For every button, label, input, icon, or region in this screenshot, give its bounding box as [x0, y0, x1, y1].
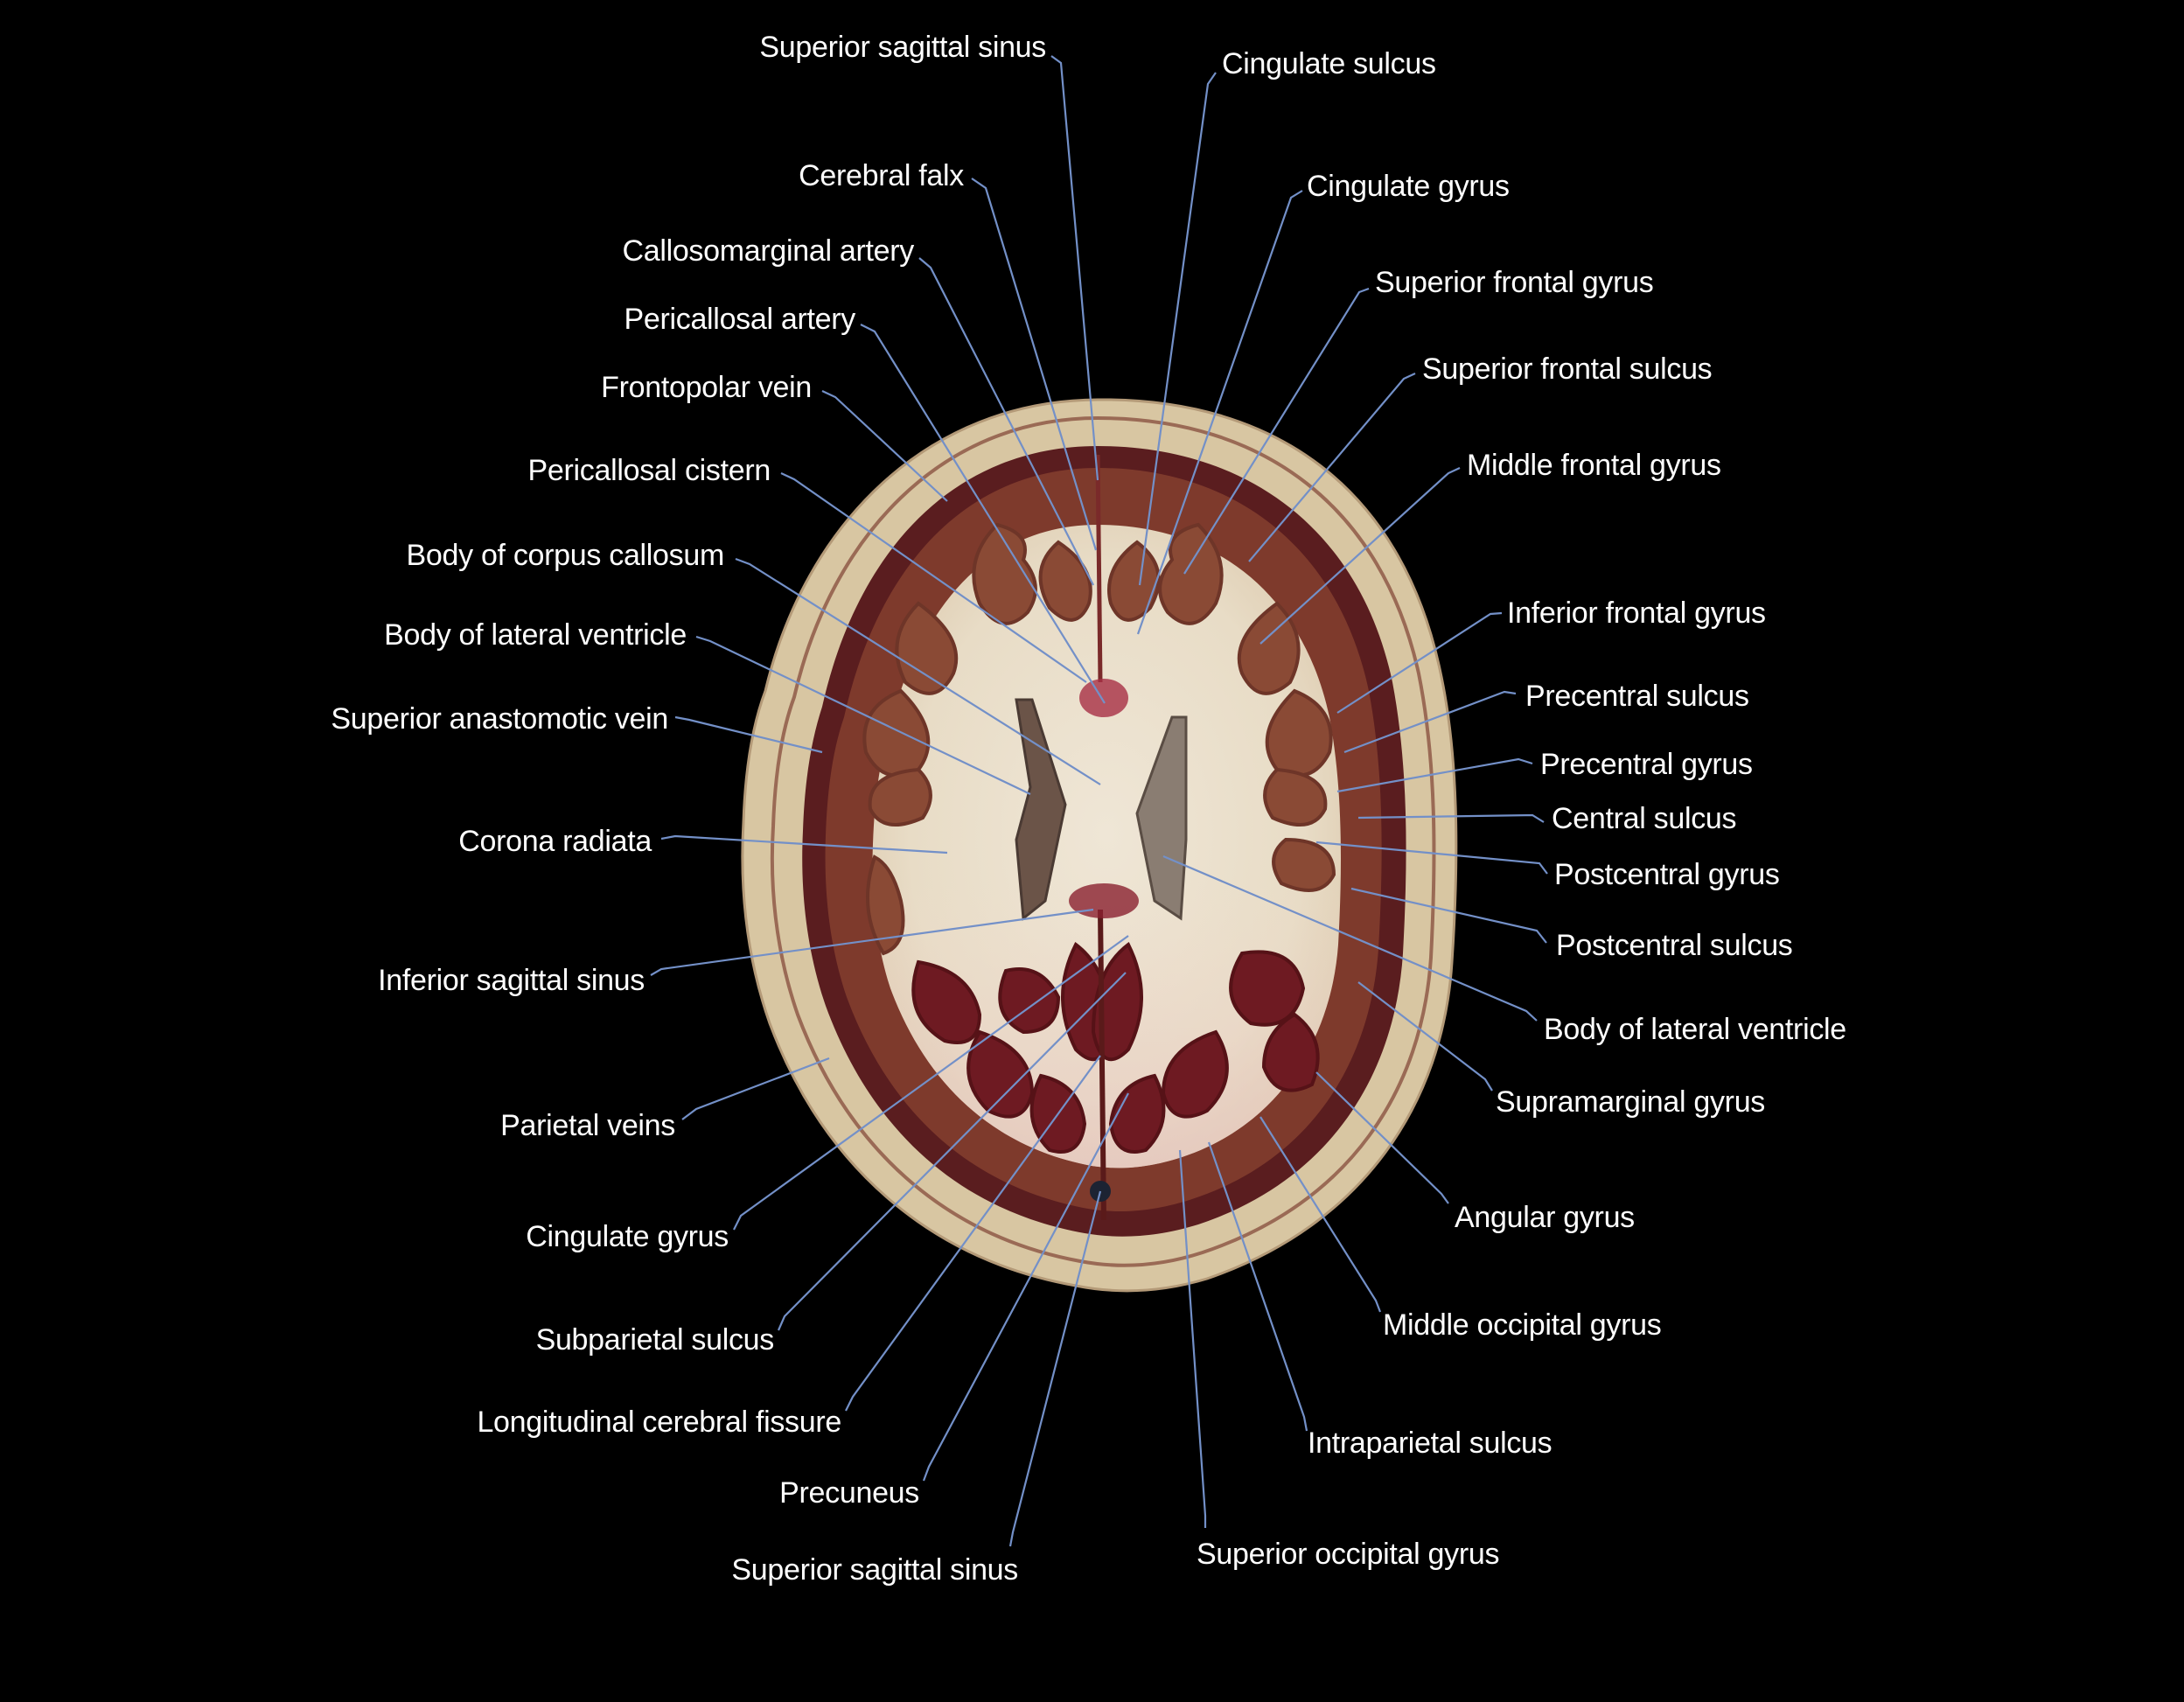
leader-line-subparietal-sulcus: [777, 972, 1127, 1331]
leader-line-superior-sagittal-sinus-top: [1050, 55, 1099, 481]
label-cingulate-sulcus: Cingulate sulcus: [1222, 47, 1436, 80]
leader-line-body-of-lateral-ventricle-right: [1162, 854, 1538, 1022]
leader-line-superior-frontal-gyrus: [1183, 287, 1370, 575]
leader-line-postcentral-sulcus: [1350, 887, 1547, 944]
label-inferior-sagittal-sinus: Inferior sagittal sinus: [378, 964, 645, 997]
label-superior-frontal-sulcus: Superior frontal sulcus: [1422, 352, 1713, 386]
label-superior-sagittal-sinus-top: Superior sagittal sinus: [759, 31, 1046, 64]
label-middle-occipital-gyrus: Middle occipital gyrus: [1383, 1308, 1662, 1342]
label-inferior-frontal-gyrus: Inferior frontal gyrus: [1507, 596, 1766, 630]
leader-line-supramarginal-gyrus: [1357, 981, 1493, 1092]
leader-line-central-sulcus: [1357, 813, 1545, 823]
label-subparietal-sulcus: Subparietal sulcus: [535, 1323, 775, 1357]
label-precentral-gyrus: Precentral gyrus: [1540, 748, 1753, 781]
label-cingulate-gyrus-right: Cingulate gyrus: [1307, 170, 1510, 203]
leader-line-superior-sagittal-sinus-bottom: [1008, 1190, 1102, 1547]
leader-line-angular-gyrus: [1315, 1071, 1449, 1204]
leader-line-parietal-veins: [681, 1057, 830, 1120]
label-body-of-lateral-ventricle-left: Body of lateral ventricle: [384, 618, 687, 652]
leader-line-cingulate-gyrus-left: [733, 935, 1129, 1231]
leader-line-corona-radiata: [660, 834, 948, 854]
leader-line-cingulate-sulcus: [1138, 72, 1217, 586]
label-callosomarginal-artery: Callosomarginal artery: [622, 234, 914, 268]
label-corona-radiata: Corona radiata: [458, 825, 652, 858]
label-superior-occipital-gyrus: Superior occipital gyrus: [1197, 1538, 1500, 1571]
label-body-of-lateral-ventricle-right: Body of lateral ventricle: [1544, 1013, 1846, 1046]
label-pericallosal-artery: Pericallosal artery: [624, 303, 855, 336]
label-intraparietal-sulcus: Intraparietal sulcus: [1308, 1426, 1553, 1460]
leader-line-body-of-corpus-callosum: [735, 557, 1101, 785]
leader-line-middle-occipital-gyrus: [1259, 1116, 1382, 1313]
label-postcentral-gyrus: Postcentral gyrus: [1554, 858, 1780, 891]
leader-line-precuneus: [922, 1092, 1129, 1482]
label-parietal-veins: Parietal veins: [500, 1109, 675, 1142]
leader-line-superior-anastomotic-vein: [674, 715, 823, 754]
frontal-gyri: [862, 522, 1336, 956]
leader-line-precentral-sulcus: [1343, 690, 1517, 754]
posterior-gyri: [911, 941, 1320, 1154]
leader-line-intraparietal-sulcus: [1207, 1141, 1308, 1432]
leader-line-pericallosal-artery: [860, 324, 1106, 704]
label-body-of-corpus-callosum: Body of corpus callosum: [406, 539, 725, 572]
leader-line-pericallosal-cistern: [780, 472, 1087, 683]
leader-line-precentral-gyrus: [1336, 757, 1533, 793]
label-superior-frontal-gyrus: Superior frontal gyrus: [1375, 266, 1654, 299]
label-precentral-sulcus: Precentral sulcus: [1525, 680, 1749, 713]
leader-line-body-of-lateral-ventricle-left: [695, 635, 1031, 795]
label-postcentral-sulcus: Postcentral sulcus: [1556, 929, 1793, 962]
label-central-sulcus: Central sulcus: [1552, 802, 1737, 835]
white-matter: [872, 525, 1341, 1168]
label-precuneus: Precuneus: [779, 1476, 919, 1510]
falx-midline: [1069, 454, 1139, 1221]
label-frontopolar-vein: Frontopolar vein: [601, 371, 812, 404]
leader-line-middle-frontal-gyrus: [1259, 467, 1461, 645]
label-superior-anastomotic-vein: Superior anastomotic vein: [331, 702, 668, 736]
leader-line-inferior-frontal-gyrus: [1336, 611, 1503, 714]
label-superior-sagittal-sinus-bottom: Superior sagittal sinus: [731, 1553, 1018, 1587]
leader-line-superior-occipital-gyrus: [1178, 1149, 1207, 1528]
label-middle-frontal-gyrus: Middle frontal gyrus: [1467, 449, 1721, 482]
leader-line-inferior-sagittal-sinus: [650, 908, 1094, 976]
label-pericallosal-cistern: Pericallosal cistern: [527, 454, 771, 487]
label-supramarginal-gyrus: Supramarginal gyrus: [1496, 1085, 1766, 1119]
leader-line-frontopolar-vein: [821, 390, 948, 502]
leader-line-superior-frontal-sulcus: [1248, 373, 1416, 562]
leader-line-callosomarginal-artery: [918, 257, 1094, 586]
lateral-ventricles: [1015, 698, 1188, 921]
leader-line-longitudinal-cerebral-fissure: [845, 1055, 1101, 1412]
label-cingulate-gyrus-left: Cingulate gyrus: [526, 1220, 729, 1253]
label-longitudinal-cerebral-fissure: Longitudinal cerebral fissure: [477, 1406, 841, 1439]
leader-line-cingulate-gyrus-right: [1136, 190, 1303, 635]
leader-line-postcentral-gyrus: [1315, 841, 1548, 875]
label-angular-gyrus: Angular gyrus: [1455, 1201, 1635, 1234]
leader-line-cerebral-falx: [971, 178, 1098, 551]
label-cerebral-falx: Cerebral falx: [799, 159, 964, 192]
leader-lines: [650, 55, 1548, 1547]
